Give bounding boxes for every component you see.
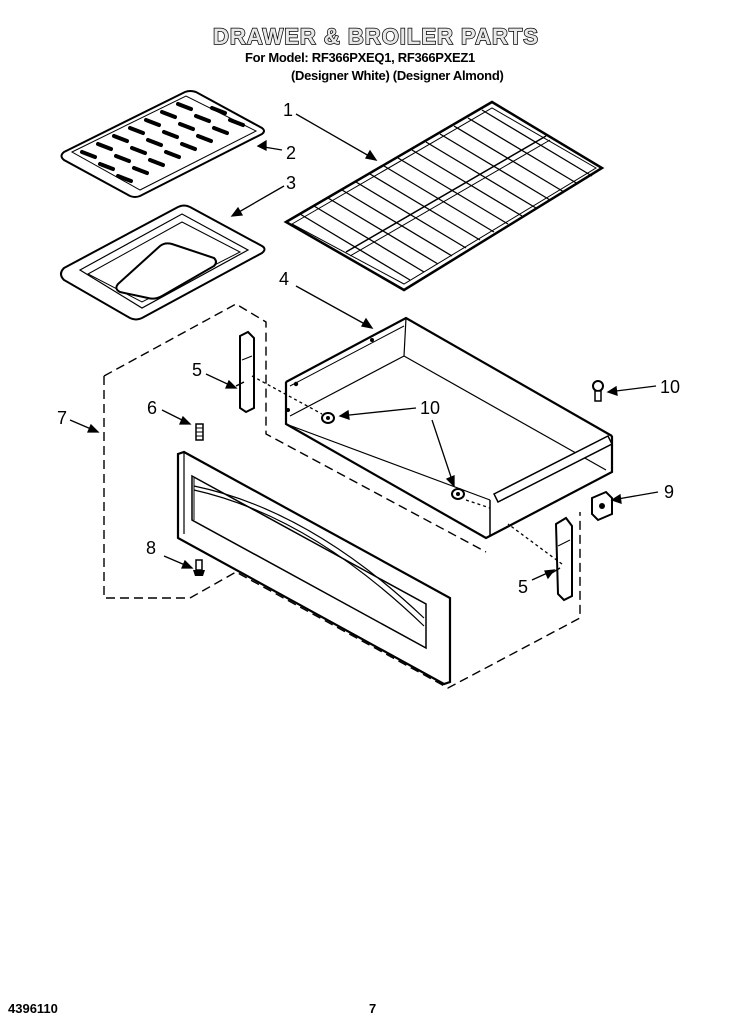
callout-1: 1 (283, 100, 293, 120)
callout-5-right: 5 (518, 577, 528, 597)
stud-part (195, 423, 204, 441)
callout-6: 6 (147, 398, 157, 418)
callout-4: 4 (279, 269, 289, 289)
callout-5-left: 5 (192, 360, 202, 380)
bracket-part (591, 490, 613, 522)
callout-7: 7 (57, 408, 67, 428)
oven-rack-part (283, 100, 605, 292)
callout-3: 3 (286, 173, 296, 193)
document-number: 4396110 (8, 1001, 58, 1016)
page-title: DRAWER & BROILER PARTS (212, 23, 539, 50)
callout-8: 8 (146, 538, 156, 558)
callout-9: 9 (664, 482, 674, 502)
screw-10-part (321, 380, 604, 500)
drawer-front-part (176, 450, 452, 686)
broiler-pan-part (60, 204, 266, 321)
color-line: (Designer White) (Designer Almond) (291, 68, 504, 83)
drawer-slide-right-part (549, 516, 573, 602)
leader-lines (69, 113, 659, 581)
broiler-grid-part (60, 90, 265, 198)
drawer-slide-left-part (235, 330, 255, 414)
callout-2: 2 (286, 143, 296, 163)
model-line: For Model: RF366PXEQ1, RF366PXEZ1 (245, 50, 475, 65)
screw-part (193, 559, 205, 576)
callout-10-right: 10 (660, 377, 680, 397)
drawer-body-part (284, 316, 614, 540)
dashed-assembly-outline (103, 303, 581, 689)
callout-10-center: 10 (420, 398, 440, 418)
page-number: 7 (369, 1001, 377, 1016)
